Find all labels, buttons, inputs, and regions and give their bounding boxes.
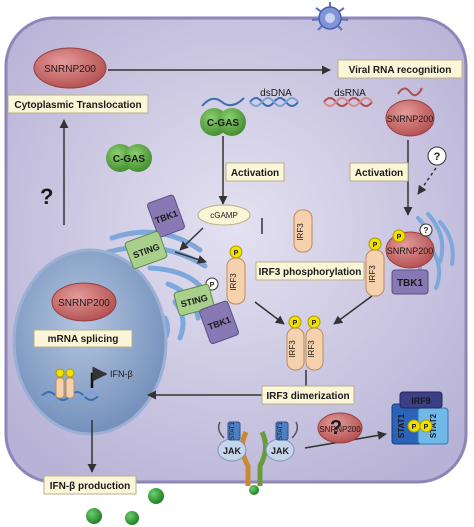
cgamp-label: cGAMP: [210, 211, 238, 220]
irf3-cytoplasm: [293, 209, 313, 253]
dsdna-label: dsDNA: [260, 88, 292, 99]
irf9-label: IRF9: [411, 396, 431, 406]
snrnp200-cytoplasm: [33, 47, 107, 89]
viral-rna-recognition-box: [337, 59, 463, 79]
stat1-left-label: STAT1: [230, 421, 236, 439]
ifn-molecule-2: [86, 508, 102, 524]
snrnp200-jak-label: SNRNP200: [319, 425, 361, 434]
phospho-sting-label: P: [210, 282, 215, 289]
ifnb-gene-label: IFN-β: [110, 369, 133, 379]
virus-icon: [311, 2, 349, 31]
arrow-irf3-right-to-dimer: [333, 295, 373, 325]
sting-top: [124, 231, 168, 269]
irf3-dimer-a-label: IRF3: [288, 340, 297, 358]
question-circle-complex: [419, 223, 433, 237]
arrow-dashed-question: [417, 167, 437, 195]
phospho-nuclear-a: [55, 368, 65, 378]
cgas-active-label: C-GAS: [207, 118, 240, 129]
phospho-dimer-b: [307, 315, 321, 329]
phospho-irf3-right-label: P: [373, 242, 378, 249]
sting-bottom: [173, 283, 215, 317]
irf3-phosphorylation-box: [255, 261, 365, 281]
ifn-molecule-1: [148, 488, 164, 504]
phospho-stat2: [419, 419, 433, 433]
receptor-hook-left-icon: [217, 421, 225, 439]
phospho-stat2-label: P: [424, 424, 429, 431]
snrnp200-cytoplasm-label: SNRNP200: [44, 64, 96, 75]
stat2-complex-label: STAT2: [429, 413, 438, 438]
tbk1-bottom: [199, 300, 239, 345]
mrna-splicing-label: mRNA splicing: [48, 334, 119, 345]
activation-right-box: [349, 162, 409, 182]
mrna-splicing-box: [33, 329, 133, 348]
viral-rna-recognition-label: Viral RNA recognition: [349, 65, 452, 76]
arrow-cgamp-to-sting: [179, 227, 204, 251]
phospho-irf3-right: [368, 237, 382, 251]
question-mark-complex: ?: [424, 226, 429, 235]
irf3-center-label: IRF3: [296, 223, 305, 241]
question-mark-left: ?: [40, 184, 53, 209]
irf3-dimerization-box: [261, 385, 355, 405]
cgas-inactive: [106, 144, 152, 172]
phospho-snrnp200-label: P: [397, 234, 402, 241]
arrow-irf3-left-to-dimer: [254, 301, 285, 325]
ifnb-production-box: [43, 475, 137, 495]
phospho-dimer-a-label: P: [293, 320, 298, 327]
phospho-irf3-left-label: P: [234, 250, 239, 257]
transcription-start-arrow-icon: [90, 366, 108, 388]
dsrna-helix-icon: [323, 97, 373, 107]
snrnp200-nucleus-label: SNRNP200: [58, 298, 110, 309]
tbk1-right-label: TBK1: [397, 278, 424, 289]
cytoplasmic-translocation-label: Cytoplasmic Translocation: [14, 100, 141, 111]
snrnp200-nucleus: [51, 282, 117, 322]
irf3-phosphorylation-label: IRF3 phosphorylation: [259, 267, 362, 278]
dsdna-helix-icon: [249, 97, 299, 107]
jak-right-label: JAK: [271, 446, 290, 456]
phospho-snrnp200: [392, 229, 406, 243]
snrnp200-jak: [317, 412, 363, 444]
cgas-inactive-label: C-GAS: [113, 154, 146, 165]
arrow-tbk1-to-irf3: [174, 251, 207, 264]
dsrna-label: dsRNA: [334, 88, 366, 99]
irf3-nuclear-a: [55, 377, 65, 399]
jak-left-label: JAK: [223, 446, 242, 456]
ifnb-production-label: IFN-β production: [50, 481, 131, 492]
tbk1-top: [147, 194, 185, 238]
irf3-left-label: IRF3: [229, 273, 238, 291]
tbk1-right: [391, 269, 429, 295]
receptor-hook-right-icon: [291, 421, 299, 439]
snrnp200-viral-sensor-label: SNRNP200: [387, 114, 434, 124]
cgamp: [197, 204, 251, 226]
isgf3-complex: [391, 391, 449, 445]
snrnp200-viral-sensor: [385, 87, 435, 137]
snrnp200-complex-label: SNRNP200: [387, 246, 434, 256]
activation-left-label: Activation: [231, 168, 279, 179]
cgas-active: [200, 97, 246, 136]
question-mark-jak: ?: [330, 417, 342, 439]
activation-right-label: Activation: [355, 168, 403, 179]
irf3-nuclear-b: [65, 377, 75, 399]
phospho-nuclear-b: [65, 368, 75, 378]
irf3-dimerization-label: IRF3 dimerization: [266, 391, 349, 402]
question-circle-right: [427, 146, 447, 166]
phospho-dimer-b-label: P: [312, 320, 317, 327]
stat1-complex-label: STAT1: [397, 413, 406, 438]
irf3-right-label: IRF3: [368, 265, 377, 283]
stat1-right-label: STAT1: [278, 421, 284, 439]
irf3-dimer-b-label: IRF3: [307, 340, 316, 358]
ifn-molecule-3: [125, 511, 139, 525]
cytoplasmic-translocation-box: [7, 94, 149, 114]
activation-left-box: [225, 162, 285, 182]
question-mark-right: ?: [434, 151, 441, 163]
stat1-left: [227, 421, 241, 441]
phospho-stat1-label: P: [412, 424, 417, 431]
stat1-right: [275, 421, 289, 441]
phospho-dimer-a: [288, 315, 302, 329]
phospho-irf3-left: [229, 245, 243, 259]
